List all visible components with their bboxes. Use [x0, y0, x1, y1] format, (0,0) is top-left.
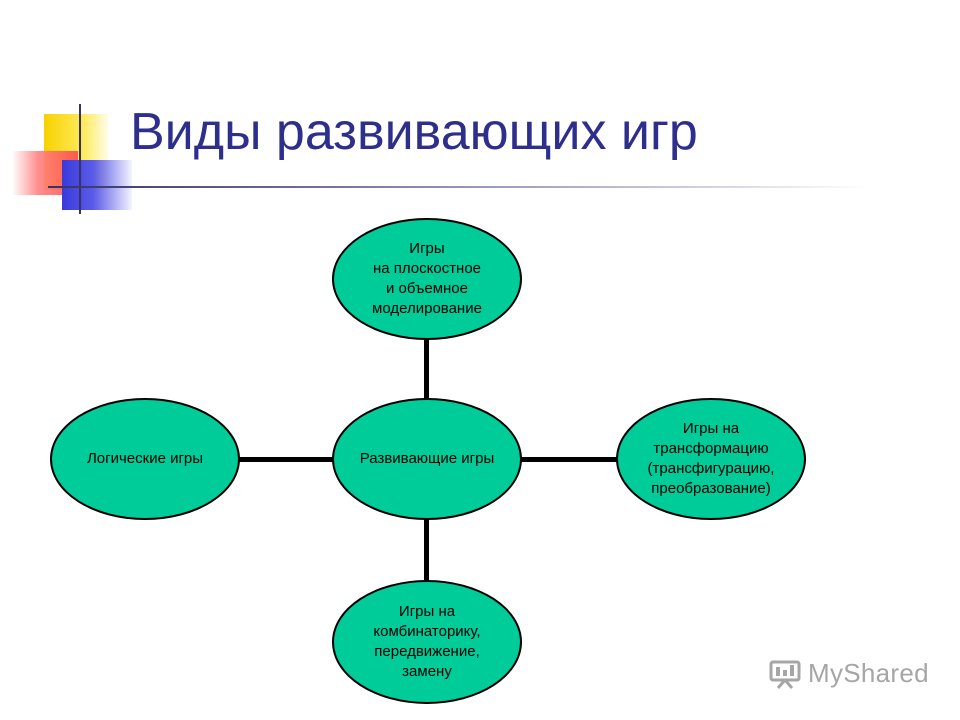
node-bottom[interactable]: Игры на комбинаторику, передвижение, зам…	[332, 580, 522, 704]
node-right[interactable]: Игры на трансформацию (трансфигурацию, п…	[616, 398, 806, 520]
decorative-vertical-line	[79, 104, 81, 214]
node-bottom-label: Игры на комбинаторику, передвижение, зам…	[373, 603, 481, 680]
watermark: MyShared	[768, 656, 929, 690]
slide-title: Виды развивающих игр	[130, 103, 698, 161]
node-top[interactable]: Игры на плоскостное и объемное моделиров…	[332, 218, 522, 340]
node-center-label: Развивающие игры	[359, 450, 495, 467]
connector-left	[238, 457, 334, 462]
node-right-label: Игры на трансформацию (трансфигурацию, п…	[647, 420, 775, 497]
presentation-board-icon	[769, 660, 801, 689]
node-left[interactable]: Логические игры	[50, 398, 240, 520]
node-center[interactable]: Развивающие игры	[332, 398, 522, 520]
node-top-label: Игры на плоскостное и объемное моделиров…	[372, 240, 482, 317]
connector-right	[520, 457, 618, 462]
connector-bottom	[424, 518, 429, 584]
watermark-text: MyShared	[808, 657, 929, 688]
decorative-blue-block	[62, 160, 132, 210]
title-underline	[48, 186, 868, 188]
connector-top	[424, 338, 429, 400]
node-left-label: Логические игры	[86, 450, 204, 467]
